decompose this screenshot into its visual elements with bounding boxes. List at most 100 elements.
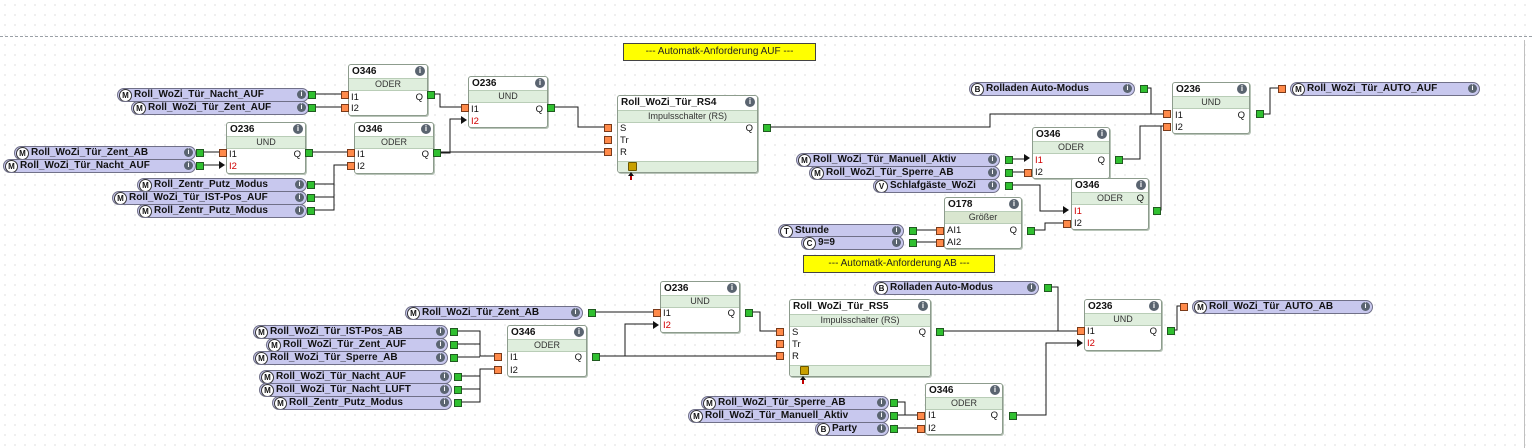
info-icon[interactable]: i	[990, 385, 1000, 395]
oder-block-6[interactable]: O346 i ODER I1 I2 Q	[925, 383, 1003, 435]
connector-output[interactable]	[1027, 227, 1035, 235]
connector-input[interactable]	[653, 309, 661, 317]
info-icon[interactable]: i	[293, 124, 303, 134]
info-icon[interactable]: i	[918, 301, 928, 311]
info-icon[interactable]: i	[745, 97, 755, 107]
connector-input[interactable]	[604, 124, 612, 132]
rs5-impulse-switch[interactable]: Roll_WoZi_Tür_RS5 i Impulsschalter (RS) …	[789, 299, 931, 377]
info-icon[interactable]: i	[295, 180, 304, 189]
connector-input[interactable]	[1163, 110, 1171, 118]
info-icon[interactable]: i	[988, 181, 997, 190]
connector-output[interactable]	[307, 181, 315, 189]
connector-output[interactable]	[909, 227, 917, 235]
connector-output[interactable]	[454, 373, 462, 381]
connector-output[interactable]	[450, 328, 458, 336]
connector-input[interactable]	[1063, 220, 1071, 228]
connector-output[interactable]	[454, 386, 462, 394]
info-icon[interactable]: i	[436, 353, 445, 362]
connector-input[interactable]	[604, 136, 612, 144]
connector-output[interactable]	[1009, 412, 1017, 420]
info-icon[interactable]: i	[1136, 180, 1146, 190]
connector-output[interactable]	[1044, 284, 1052, 292]
info-icon[interactable]: i	[1123, 84, 1132, 93]
info-icon[interactable]: i	[1027, 283, 1036, 292]
info-icon[interactable]: i	[1009, 199, 1019, 209]
connector-input[interactable]	[494, 366, 502, 374]
connector-output[interactable]	[433, 149, 441, 157]
connector-input[interactable]	[494, 353, 502, 361]
info-icon[interactable]: i	[1361, 302, 1370, 311]
connector-output[interactable]	[763, 124, 771, 132]
info-icon[interactable]: i	[184, 161, 193, 170]
connector-output[interactable]	[909, 239, 917, 247]
connector-output[interactable]	[308, 104, 316, 112]
connector-output[interactable]	[305, 149, 313, 157]
connector-input[interactable]	[219, 149, 227, 157]
info-icon[interactable]: i	[892, 226, 901, 235]
connector-input[interactable]	[604, 148, 612, 156]
info-icon[interactable]: i	[988, 168, 997, 177]
connector-input[interactable]	[341, 104, 349, 112]
connector-input[interactable]	[776, 328, 784, 336]
und-block-1[interactable]: O236 i UND I1 I2 Q	[468, 76, 548, 128]
oder-block-5[interactable]: O346 i ODER I1 I2 Q	[507, 325, 587, 377]
connector-input[interactable]	[917, 425, 925, 433]
connector-input[interactable]	[347, 162, 355, 170]
connector-output[interactable]	[592, 353, 600, 361]
info-icon[interactable]: i	[415, 66, 425, 76]
connector-output[interactable]	[1153, 207, 1161, 215]
connector-input[interactable]	[776, 352, 784, 360]
connector-input[interactable]	[936, 227, 944, 235]
info-icon[interactable]: i	[440, 398, 449, 407]
connector-input[interactable]	[347, 149, 355, 157]
info-icon[interactable]: i	[1468, 84, 1477, 93]
connector-output[interactable]	[196, 162, 204, 170]
info-icon[interactable]: i	[440, 385, 449, 394]
info-icon[interactable]: i	[297, 103, 306, 112]
connector-output[interactable]	[308, 91, 316, 99]
info-icon[interactable]: i	[877, 398, 886, 407]
info-icon[interactable]: i	[421, 124, 431, 134]
connector-output[interactable]	[936, 328, 944, 336]
info-icon[interactable]: i	[727, 283, 737, 293]
connector-output[interactable]	[450, 341, 458, 349]
connector-input[interactable]	[776, 340, 784, 348]
connector-output[interactable]	[196, 149, 204, 157]
connector-output[interactable]	[1140, 85, 1148, 93]
info-icon[interactable]: i	[535, 78, 545, 88]
info-icon[interactable]: i	[1149, 301, 1159, 311]
connector-output[interactable]	[890, 399, 898, 407]
info-icon[interactable]: i	[574, 327, 584, 337]
connector-output[interactable]	[427, 91, 435, 99]
oder-block-4[interactable]: O346 i ODER I1 I2 Q	[1071, 178, 1149, 230]
info-icon[interactable]: i	[892, 238, 901, 247]
connector-output[interactable]	[588, 309, 596, 317]
connector-output[interactable]	[1005, 156, 1013, 164]
connector-input[interactable]	[341, 91, 349, 99]
info-icon[interactable]: i	[571, 308, 580, 317]
connector-input[interactable]	[1024, 169, 1032, 177]
greater-block[interactable]: O178 i Größer AI1 AI2 Q	[944, 197, 1022, 249]
oder-block-3[interactable]: O346 i ODER I1 I2 Q	[1032, 127, 1110, 179]
